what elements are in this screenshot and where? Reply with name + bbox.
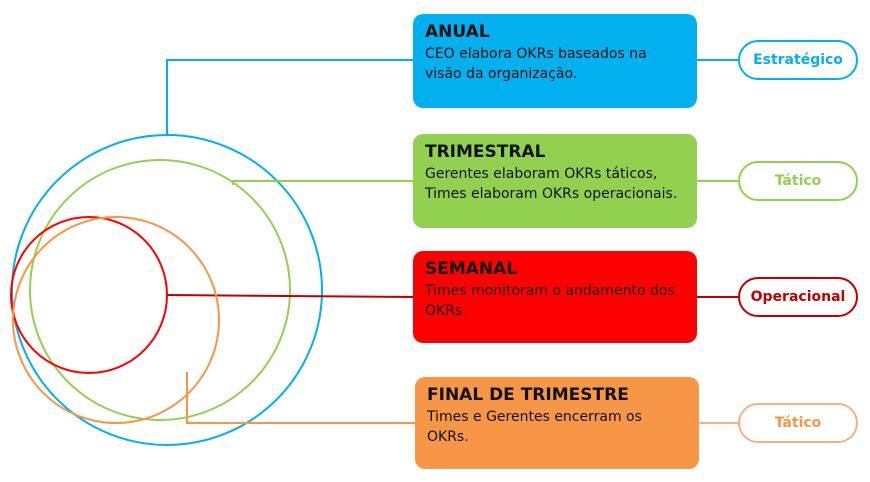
circle-final-ring [12,216,220,424]
connector-final [186,372,415,424]
card-final-text: Times e Gerentes encerram os OKRs. [427,409,642,445]
tag-tatico-trimestral: Tático [738,161,858,201]
card-trimestral: TRIMESTRAL Gerentes elaboram OKRs tático… [413,134,697,228]
card-final-title: FINAL DE TRIMESTRE [427,385,629,405]
card-semanal: SEMANAL Times monitoram o andamento dos … [413,251,697,343]
card-semanal-text: Times monitoram o andamento dos OKRs. [425,283,675,319]
card-final: FINAL DE TRIMESTRE Times e Gerentes ence… [415,377,699,469]
card-trimestral-title: TRIMESTRAL [425,142,546,162]
card-anual-text: CEO elabora OKRs baseados na visão da or… [425,46,647,82]
connector-semanal [166,294,414,298]
card-trimestral-text: Gerentes elaboram OKRs táticos, Times el… [425,166,678,202]
circle-trimestral [29,159,291,421]
card-semanal-title: SEMANAL [425,259,518,279]
connector-trimestral [232,180,413,185]
connector-anual [166,59,413,135]
tag-operacional: Operacional [738,277,858,317]
card-anual-title: ANUAL [425,22,490,42]
tag-estrategico: Estratégico [738,40,858,80]
tag-tatico-final: Tático [738,403,858,443]
card-anual: ANUAL CEO elabora OKRs baseados na visão… [413,14,697,108]
